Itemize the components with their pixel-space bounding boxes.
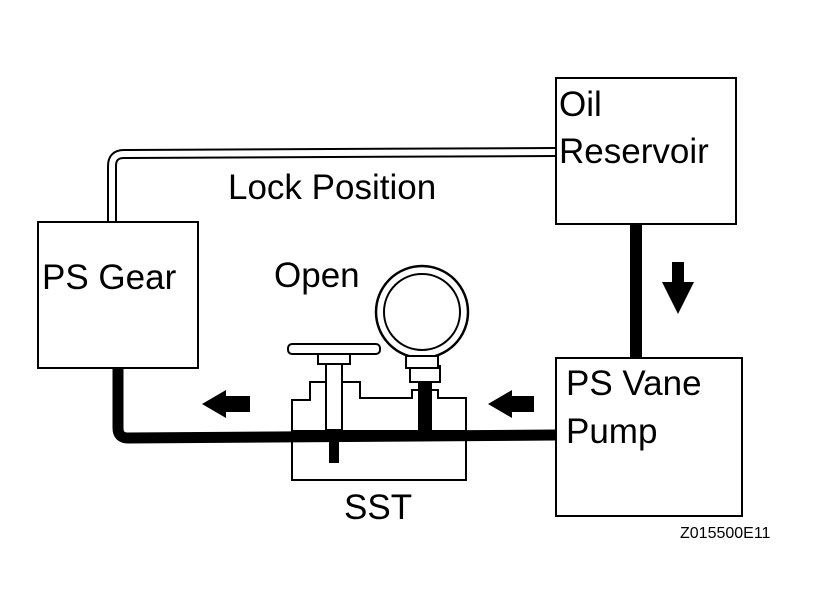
ps-vane-pump-label-line1: PS Vane bbox=[566, 364, 702, 403]
flow-arrow-down bbox=[662, 262, 694, 314]
figure-code-label: Z015500E11 bbox=[680, 525, 771, 542]
reservoir-feed-line bbox=[630, 224, 642, 358]
oil-reservoir-label-line2: Reservoir bbox=[559, 132, 709, 171]
return-hose bbox=[107, 147, 557, 222]
open-label: Open bbox=[274, 256, 360, 295]
pressure-gauge bbox=[374, 264, 470, 369]
flow-arrow-left-pump bbox=[488, 390, 534, 418]
ps-vane-pump-box bbox=[555, 357, 743, 517]
pressure-line bbox=[112, 368, 557, 444]
ps-gear-label: PS Gear bbox=[42, 258, 177, 297]
flow-arrow-left-gear bbox=[202, 390, 250, 418]
oil-reservoir-box bbox=[555, 77, 737, 225]
ps-vane-pump-label-line2: Pump bbox=[566, 412, 658, 451]
sst-label: SST bbox=[344, 488, 413, 527]
oil-reservoir-label-line1: Oil bbox=[559, 85, 602, 124]
lock-position-label: Lock Position bbox=[228, 168, 437, 207]
ps-gear-box bbox=[37, 221, 199, 369]
valve-handle bbox=[287, 343, 381, 355]
sst-tool bbox=[287, 343, 467, 481]
